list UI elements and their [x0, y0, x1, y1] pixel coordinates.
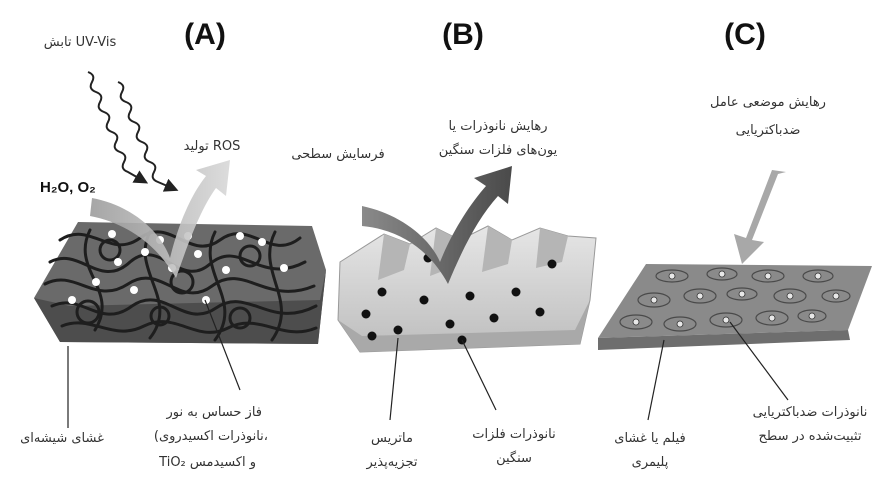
uv-vis-label: تابش UV-Vis	[44, 35, 117, 50]
np-b-leader	[462, 340, 496, 410]
surface-erosion-label: فرسایش سطحی	[291, 147, 384, 162]
matrix-label-1: ماتریس	[371, 431, 413, 446]
film-label-1: فیلم یا غشای	[614, 431, 685, 446]
ros-label: تولید ROS	[184, 139, 241, 154]
film-leader	[648, 340, 664, 420]
degradable-matrix	[338, 226, 596, 352]
matrix-label-2: تجزیه‌پذیر	[365, 455, 417, 470]
release-label-2: یون‌های فلزات سنگین	[439, 142, 558, 158]
panel-a: (A) تابش UV-Vis تولید ROS H₂O, O₂	[20, 18, 326, 470]
panel-c-title: (C)	[724, 18, 766, 51]
polymer-film	[598, 264, 872, 350]
agent-release-label-2: ضدباکتریایی	[736, 123, 801, 138]
phase-label-1: فاز حساس به نور	[165, 405, 262, 420]
panel-c: (C) رهایش موضعی عامل ضدباکتریایی	[598, 18, 872, 470]
np-c-label-2: تثبیت‌شده در سطح	[759, 429, 862, 444]
panel-b: (B) فرسایش سطحی رهایش نانوذرات یا یون‌ها…	[291, 18, 596, 470]
reactants-label: H₂O, O₂	[40, 179, 96, 196]
glass-membrane-label: غشای شیشه‌ای	[20, 431, 104, 446]
np-b-label-1: نانوذرات فلزات	[472, 427, 556, 442]
phase-label-2: (نانوذرات اکسیدروی،	[154, 429, 268, 444]
film-label-2: پلیمری	[632, 455, 669, 470]
np-b-label-2: سنگین	[496, 450, 532, 466]
panel-b-title: (B)	[442, 18, 484, 51]
uv-wave-1	[88, 72, 142, 180]
np-c-label-1: نانوذرات ضدباکتریایی	[753, 405, 868, 420]
agent-release-label-1: رهایش موضعی عامل	[710, 95, 826, 110]
release-label-1: رهایش نانوذرات یا	[449, 119, 548, 134]
local-release-arrow	[734, 170, 786, 264]
phase-label-3: TiO₂ و اکسیدمس	[158, 455, 256, 470]
panel-a-title: (A)	[184, 18, 226, 51]
